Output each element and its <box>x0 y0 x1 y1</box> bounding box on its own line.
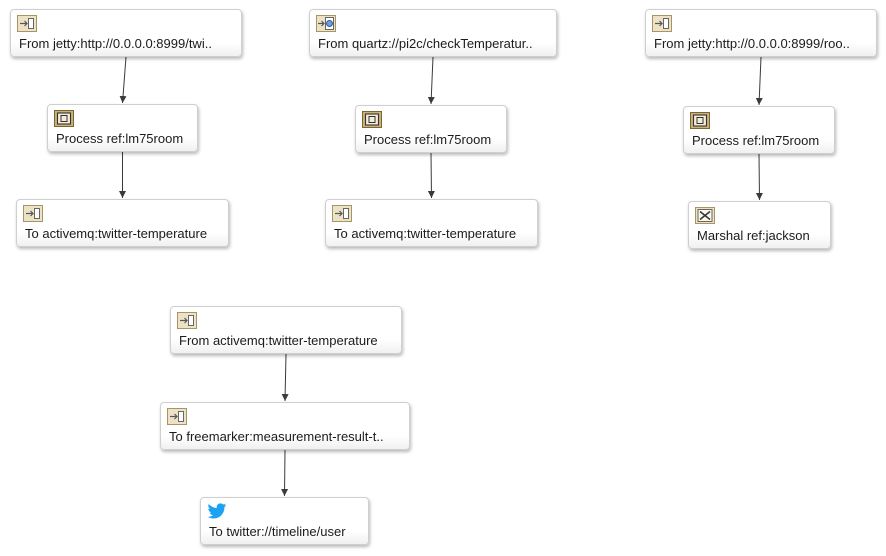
node-label: Process ref:lm75room <box>56 131 184 146</box>
route-node-n9[interactable]: Marshal ref:jackson <box>688 201 831 249</box>
route-node-n4[interactable]: From quartz://pi2c/checkTemperatur.. <box>309 9 557 57</box>
route-node-n6[interactable]: To activemq:twitter-temperature <box>325 199 538 247</box>
connector-n8-n9 <box>755 153 763 201</box>
processor-icon <box>690 112 710 129</box>
connector-n5-n6 <box>427 152 435 199</box>
node-label: To freemarker:measurement-result-t.. <box>169 429 384 444</box>
route-node-n8[interactable]: Process ref:lm75room <box>683 106 835 154</box>
node-label: Process ref:lm75room <box>364 132 492 147</box>
route-node-n7[interactable]: From jetty:http://0.0.0.0:8999/roo.. <box>645 9 877 57</box>
route-node-n10[interactable]: From activemq:twitter-temperature <box>170 306 402 354</box>
endpoint-icon <box>23 205 43 222</box>
route-node-n1[interactable]: From jetty:http://0.0.0.0:8999/twi.. <box>10 9 242 57</box>
node-label: To twitter://timeline/user <box>209 524 346 539</box>
node-label: Process ref:lm75room <box>692 133 820 148</box>
processor-icon <box>362 111 382 128</box>
twitter-icon <box>207 503 227 520</box>
endpoint-icon <box>17 15 37 32</box>
node-label: Marshal ref:jackson <box>697 228 810 243</box>
endpoint-icon <box>332 205 352 222</box>
route-node-n3[interactable]: To activemq:twitter-temperature <box>16 199 229 247</box>
processor-icon <box>54 110 74 127</box>
endpoint-icon <box>177 312 197 329</box>
node-label: From jetty:http://0.0.0.0:8999/roo.. <box>654 36 850 51</box>
route-node-n2[interactable]: Process ref:lm75room <box>47 104 198 152</box>
connector-n11-n12 <box>281 449 289 497</box>
connector-n10-n11 <box>281 353 289 402</box>
node-label: To activemq:twitter-temperature <box>334 226 517 241</box>
endpoint-icon <box>652 15 672 32</box>
connector-n1-n2 <box>119 56 127 104</box>
quartz-icon <box>316 15 336 32</box>
route-node-n5[interactable]: Process ref:lm75room <box>355 105 507 153</box>
node-label: From activemq:twitter-temperature <box>179 333 378 348</box>
node-label: To activemq:twitter-temperature <box>25 226 208 241</box>
endpoint-icon <box>167 408 187 425</box>
connector-n4-n5 <box>427 56 435 105</box>
route-node-n11[interactable]: To freemarker:measurement-result-t.. <box>160 402 410 450</box>
marshal-icon <box>695 207 715 224</box>
node-label: From quartz://pi2c/checkTemperatur.. <box>318 36 533 51</box>
node-label: From jetty:http://0.0.0.0:8999/twi.. <box>19 36 212 51</box>
route-node-n12[interactable]: To twitter://timeline/user <box>200 497 369 545</box>
connector-n7-n8 <box>755 56 763 106</box>
